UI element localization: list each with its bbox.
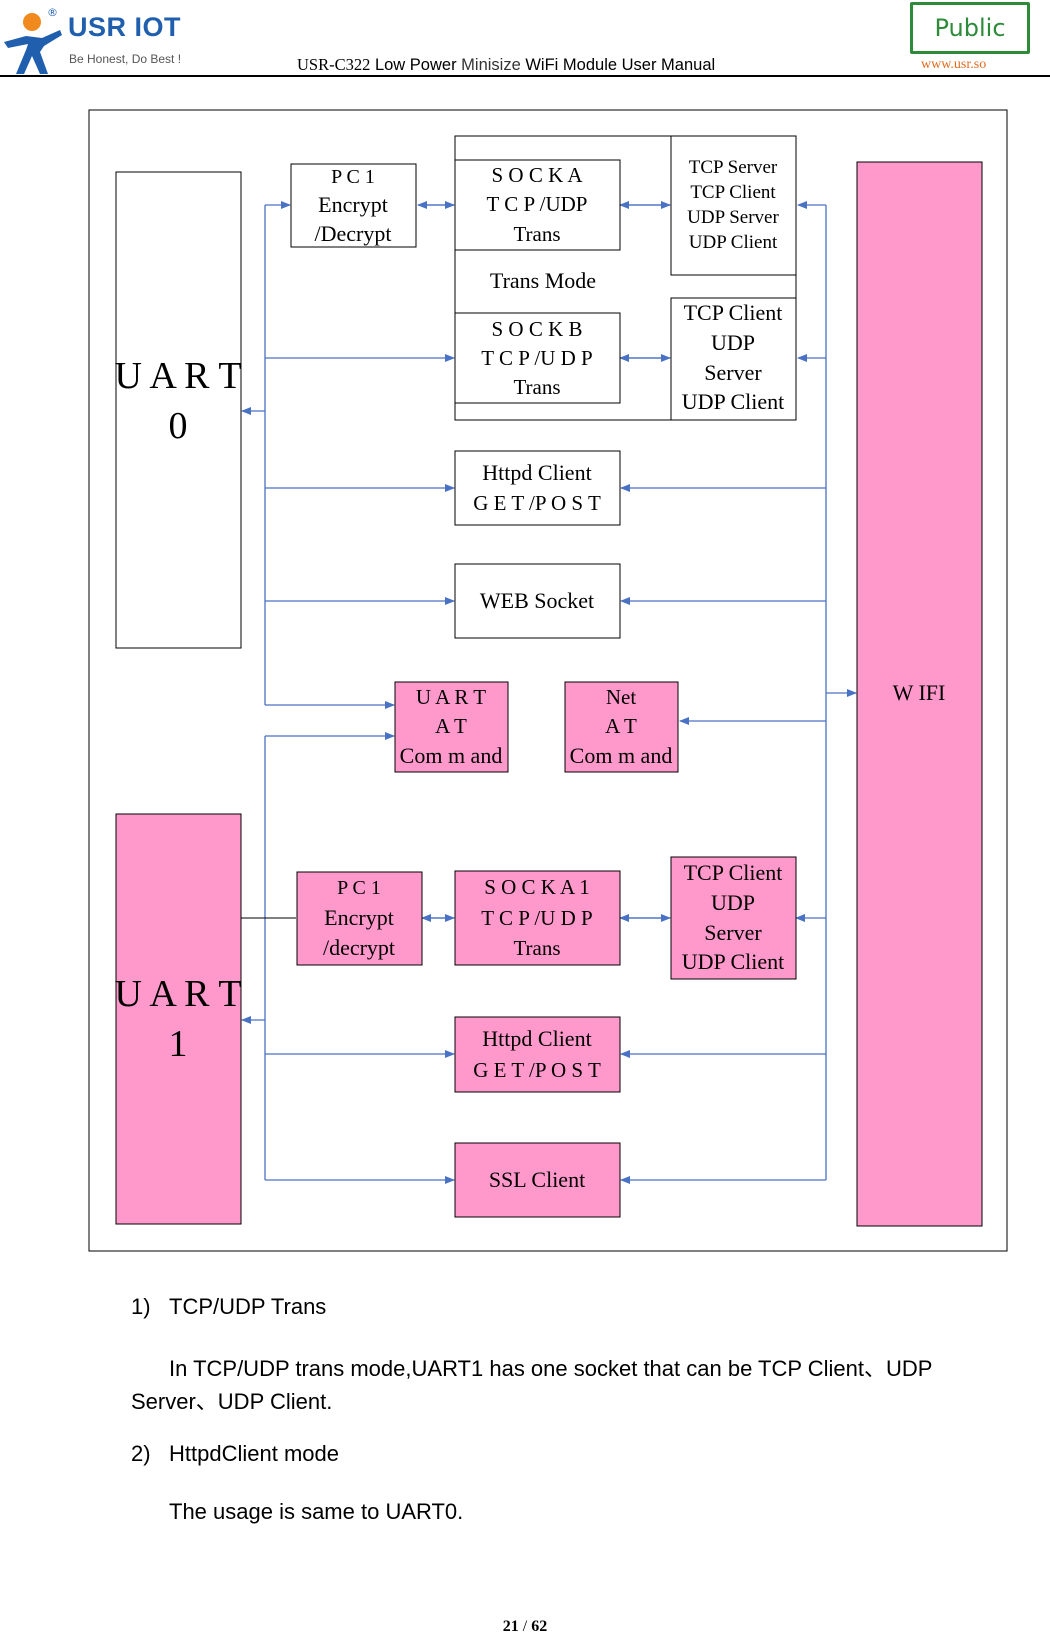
page-header: ® USR IOT Be Honest, Do Best ! USR-C322 …: [0, 0, 1050, 80]
sockb-line1: S O C K B: [491, 317, 582, 341]
pc1-top-line2: Encrypt: [318, 192, 388, 217]
pc1-encrypt-top: [290, 163, 417, 248]
pc1-top-line1: P C 1: [331, 166, 375, 188]
pc1-bottom-line1: P C 1: [337, 877, 381, 899]
httpd-bottom-line1: Httpd Client: [482, 1026, 591, 1051]
item1-paragraph-line2: Server、UDP Client.: [131, 1389, 333, 1414]
logo-slogan: Be Honest, Do Best !: [69, 52, 182, 66]
connector-lines: [241, 201, 857, 1184]
net-at-line1: Net: [606, 685, 636, 709]
httpd-client-top: [454, 450, 621, 526]
pc1-bottom-line2: Encrypt: [324, 905, 394, 930]
title-part-3: Minisize: [461, 56, 521, 74]
diagram-frame: [88, 109, 1008, 1252]
socka1-block: [454, 870, 621, 966]
socka1-mode-3: Server: [704, 920, 762, 945]
item2-number: 2): [131, 1441, 151, 1466]
page-number: 21 / 62: [0, 1618, 1050, 1636]
httpd-top-line2: G E T /P O S T: [473, 491, 601, 515]
total-pages: 62: [531, 1618, 548, 1635]
sockb-mode-4: UDP Client: [682, 389, 784, 414]
uart0-label-line2: 0: [169, 405, 188, 447]
sockb-line3: Trans: [513, 375, 560, 399]
page-separator: /: [518, 1618, 532, 1635]
title-part-1: USR-C322: [297, 55, 371, 74]
socka1-line3: Trans: [513, 936, 560, 960]
title-part-4: WiFi Module User Manual: [520, 56, 716, 74]
httpd-bottom-line2: G E T /P O S T: [473, 1058, 601, 1082]
socka-line2: T C P /UDP: [487, 192, 588, 216]
socka-line3: Trans: [513, 222, 560, 246]
httpd-client-bottom: [454, 1016, 621, 1093]
net-at-command-block: [564, 681, 679, 773]
socka-line1: S O C K A: [491, 163, 583, 187]
socka1-modes-block: [670, 856, 797, 980]
logo-brand-text: USR IOT: [68, 12, 182, 42]
uart1-label-line2: 1: [169, 1023, 188, 1065]
socka-mode-2: TCP Client: [690, 182, 776, 203]
socka1-mode-4: UDP Client: [682, 949, 784, 974]
document-title: USR-C322 Low Power Minisize WiFi Module …: [297, 55, 715, 75]
httpd-top-line1: Httpd Client: [482, 460, 591, 485]
net-at-line2: A T: [605, 714, 637, 738]
sockb-modes-block: [670, 297, 797, 421]
item1-title: TCP/UDP Trans: [169, 1294, 327, 1319]
item2-paragraph: The usage is same to UART0.: [169, 1499, 464, 1524]
sockb-mode-3: Server: [704, 360, 762, 385]
item2-title: HttpdClient mode: [169, 1441, 339, 1466]
uart-at-line3: Com m and: [400, 743, 503, 768]
trans-mode-label: Trans Mode: [490, 268, 596, 293]
sockb-block: [454, 312, 621, 404]
uart-at-command-block: [394, 681, 509, 773]
socka-block: [454, 159, 621, 251]
socka1-line1: S O C K A 1: [484, 875, 590, 899]
socka-modes-block: [670, 135, 797, 276]
current-page: 21: [502, 1618, 519, 1635]
socka1-mode-1: TCP Client: [684, 860, 783, 885]
uart0-label-line1: U A R T: [114, 355, 241, 397]
item1-number: 1): [131, 1294, 151, 1319]
pc1-bottom-line3: /decrypt: [323, 935, 395, 960]
uart0-block: [115, 171, 242, 649]
sockb-mode-2: UDP: [711, 330, 755, 355]
socka-mode-4: UDP Client: [689, 232, 778, 253]
uart-at-line1: U A R T: [416, 685, 486, 709]
sockb-line2: T C P /U D P: [481, 346, 592, 370]
socka1-line2: T C P /U D P: [481, 906, 592, 930]
web-socket-block: [454, 563, 621, 639]
pc1-top-line3: /Decrypt: [315, 221, 392, 246]
web-socket-label: WEB Socket: [480, 588, 594, 613]
uart1-label-line1: U A R T: [114, 973, 241, 1015]
header-rule: [0, 75, 1050, 77]
public-badge: Public: [910, 2, 1030, 54]
ssl-client-block: [454, 1142, 621, 1218]
socka-mode-3: UDP Server: [687, 207, 779, 228]
sockb-mode-1: TCP Client: [684, 300, 783, 325]
pc1-encrypt-bottom: [296, 871, 423, 966]
wifi-label: W IFI: [893, 680, 946, 705]
usr-iot-logo-icon: [4, 13, 62, 74]
uart1-block: [115, 813, 242, 1225]
item1-paragraph-line1: In TCP/UDP trans mode,UART1 has one sock…: [169, 1356, 933, 1381]
socka1-mode-2: UDP: [711, 890, 755, 915]
uart-at-line2: A T: [435, 714, 467, 738]
registered-mark: ®: [47, 6, 58, 19]
net-at-line3: Com m and: [570, 743, 673, 768]
ssl-client-label: SSL Client: [489, 1167, 585, 1192]
title-part-2: Low Power: [370, 56, 462, 74]
wifi-block: [856, 161, 983, 1227]
site-url: www.usr.so: [921, 57, 987, 72]
socka-mode-1: TCP Server: [689, 157, 778, 178]
